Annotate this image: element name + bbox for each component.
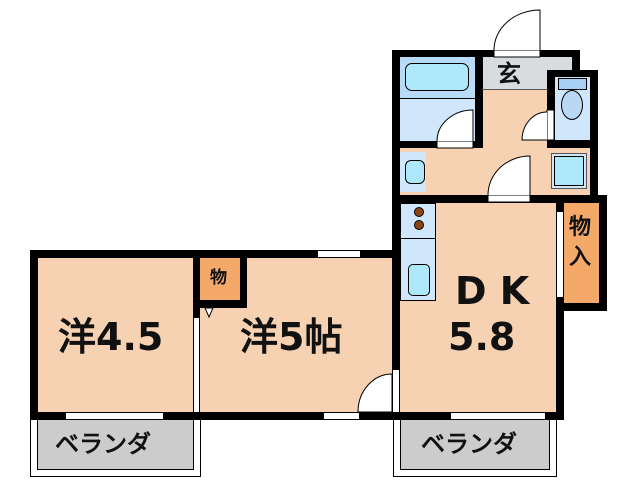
- entrance-door-icon[interactable]: [493, 9, 544, 58]
- closet-small-label: 物: [210, 268, 227, 288]
- sliding-door[interactable]: [392, 370, 400, 412]
- window: [451, 412, 545, 420]
- genkan-step-line: [482, 89, 548, 90]
- window: [66, 412, 163, 420]
- wall: [599, 195, 607, 311]
- washer-pan-inner: [554, 156, 584, 186]
- wall: [30, 250, 400, 258]
- stove-divider: [400, 238, 436, 239]
- wall: [547, 140, 598, 148]
- wall: [547, 70, 555, 148]
- veranda-left: ベランダ: [37, 418, 194, 470]
- genkan-label: 玄: [497, 60, 521, 88]
- wall: [556, 303, 607, 311]
- closet-dk: 物 入: [564, 203, 599, 303]
- room-western-45: [38, 258, 193, 412]
- stove-burner-icon: [414, 220, 424, 230]
- dk-door-icon[interactable]: [487, 155, 532, 203]
- veranda-right: ベランダ: [400, 418, 550, 470]
- wall: [392, 195, 400, 420]
- wall: [392, 50, 580, 57]
- dk-size-label: 5.8: [448, 315, 516, 359]
- veranda-left-label: ベランダ: [55, 430, 151, 458]
- wall: [30, 412, 558, 420]
- sink-icon: [408, 264, 430, 296]
- veranda-right-label: ベランダ: [421, 430, 517, 458]
- wall: [240, 258, 247, 308]
- western-45-label: 洋4.5: [58, 315, 164, 359]
- wall: [200, 300, 247, 308]
- window: [324, 412, 359, 420]
- bathtub-icon: [405, 63, 469, 91]
- wall: [547, 70, 597, 77]
- sliding-door[interactable]: [193, 318, 200, 412]
- wall: [590, 70, 598, 203]
- wall: [392, 50, 400, 203]
- toilet-tank-icon: [558, 78, 587, 90]
- sliding-door[interactable]: [556, 212, 564, 297]
- dk-label: D K: [455, 269, 530, 313]
- washbasin-icon: [405, 160, 425, 184]
- wall: [475, 50, 483, 148]
- closet-small: 物: [200, 258, 240, 300]
- wall: [30, 250, 38, 420]
- western5-door-icon[interactable]: [356, 370, 393, 413]
- western-5-label: 洋5帖: [240, 315, 343, 359]
- stove-burner-icon: [414, 207, 424, 217]
- closet-door-marker-icon: [204, 307, 214, 319]
- toilet-bowl-icon: [561, 90, 583, 120]
- wall: [572, 50, 580, 70]
- closet-dk-label-1: 物: [569, 215, 592, 240]
- closet-dk-label-2: 入: [569, 245, 592, 270]
- window: [318, 250, 360, 258]
- toilet-door-icon[interactable]: [521, 109, 555, 141]
- bath-door-icon[interactable]: [436, 109, 477, 149]
